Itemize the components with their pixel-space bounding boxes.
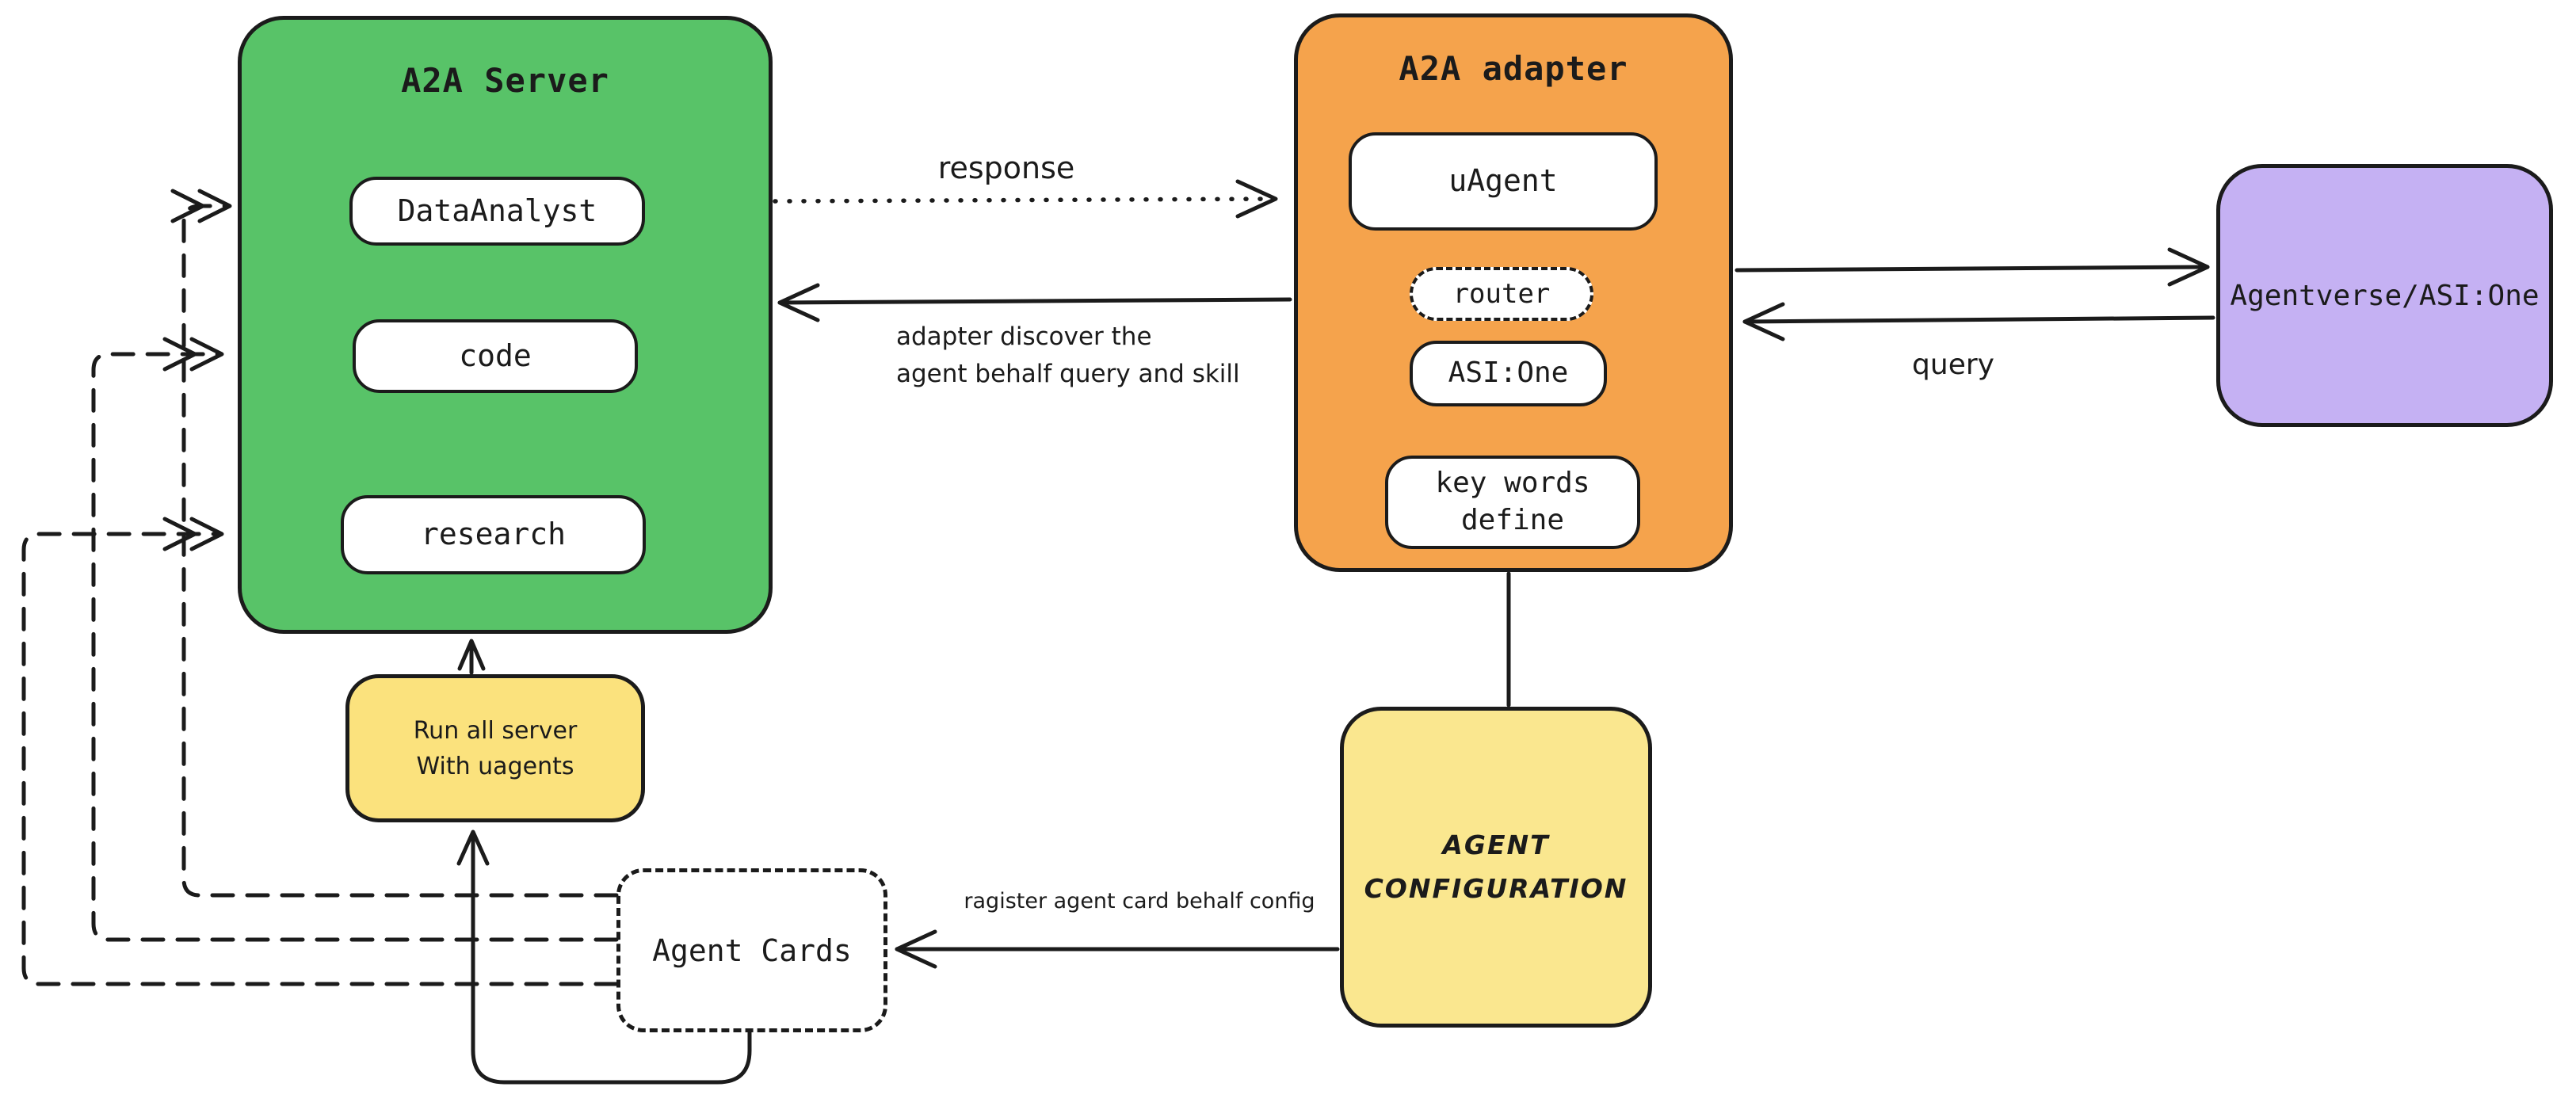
a2a-server-box: A2A Server DataAnalyst code research [238,16,773,634]
edge-adapter-discover [777,283,1292,322]
run-all-server-box: Run all server With uagents [345,674,645,822]
edge-agentverse-query [1742,302,2215,341]
a2a-adapter-title: A2A adapter [1399,49,1628,88]
response-label: response [937,151,1075,185]
edge-adapter-to-agentverse [1735,247,2210,287]
dataanalyst-node: DataAnalyst [349,177,645,246]
router-node: router [1410,267,1593,321]
a2a-server-title: A2A Server [401,61,609,100]
edge-runall-to-server [457,639,486,675]
research-node: research [341,495,646,574]
agent-cards-box: Agent Cards [616,868,887,1032]
agent-configuration-box: AGENT CONFIGURATION [1340,707,1652,1028]
edge-config-to-cards [895,929,1340,969]
asi-one-node: ASI:One [1410,341,1607,406]
agentverse-box: Agentverse/ASI:One [2216,164,2553,427]
a2a-adapter-box: A2A adapter uAgent router ASI:One key wo… [1294,13,1733,572]
register-label: ragister agent card behalf config [964,889,1315,913]
code-node: code [353,319,638,393]
edge-response [773,179,1278,219]
uagent-node: uAgent [1349,132,1658,231]
key-words-node: key words define [1385,456,1640,549]
query-label: query [1912,349,1994,381]
discover-label: adapter discover the agent behalf query … [896,322,1240,388]
